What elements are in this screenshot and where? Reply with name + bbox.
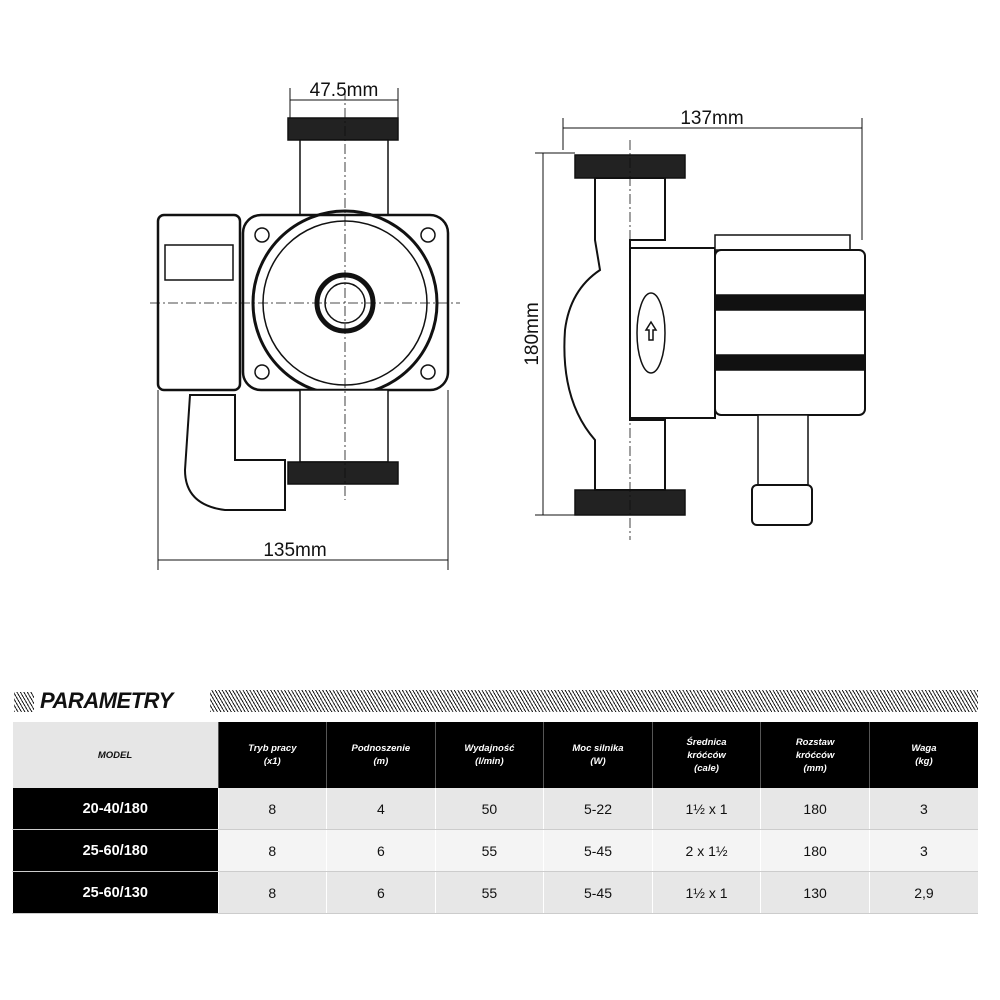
cell: 50 [434,788,544,830]
section-title: PARAMETRY [40,688,173,713]
cell: 8 [217,788,327,830]
cell-model: 25-60/130 [12,871,218,914]
table-row: 25-60/180 8 6 55 5-45 2 x 1½ 180 3 [12,829,978,872]
header-head: Podnoszenie(m) [326,722,436,788]
cell: 3 [868,829,978,872]
front-view [150,88,460,570]
section-hatch-icon [14,692,34,712]
cell: 3 [868,788,978,830]
cell: 55 [434,829,544,872]
cell: 6 [326,829,436,872]
cell: 5-45 [543,871,653,914]
header-weight: Waga(kg) [868,722,978,788]
cell: 5-22 [543,788,653,830]
pump-technical-drawing: 47.5mm 135mm 137mm 180mm [150,80,866,570]
cell: 180 [760,829,870,872]
table-header-row: MODEL Tryb pracy(x1) Podnoszenie(m) Wyda… [12,722,978,788]
header-power: Moc silnika(W) [543,722,653,788]
cell-model: 20-40/180 [12,788,218,830]
cell: 1½ x 1 [651,788,761,830]
header-mode: Tryb pracy(x1) [217,722,327,788]
header-flow: Wydajność(l/min) [434,722,544,788]
cell: 2 x 1½ [651,829,761,872]
table-row: 25-60/130 8 6 55 5-45 1½ x 1 130 2,9 [12,871,978,914]
parameters-table: MODEL Tryb pracy(x1) Podnoszenie(m) Wyda… [12,722,978,914]
cell: 6 [326,871,436,914]
header-model: MODEL [12,722,218,788]
table-row: 20-40/180 8 4 50 5-22 1½ x 1 180 3 [12,788,978,830]
dimension-side-width: 137mm [680,108,743,129]
dimension-height: 180mm [522,302,543,365]
section-hatch-divider [210,690,978,712]
cell: 1½ x 1 [651,871,761,914]
cell: 5-45 [543,829,653,872]
cell: 2,9 [868,871,978,914]
cell: 55 [434,871,544,914]
dimension-flange-width: 47.5mm [310,80,379,101]
cell: 8 [217,829,327,872]
cell-model: 25-60/180 [12,829,218,872]
cell: 4 [326,788,436,830]
cell: 130 [760,871,870,914]
cell: 180 [760,788,870,830]
side-view [535,118,866,540]
cell: 8 [217,871,327,914]
dimension-front-width: 135mm [263,540,326,561]
